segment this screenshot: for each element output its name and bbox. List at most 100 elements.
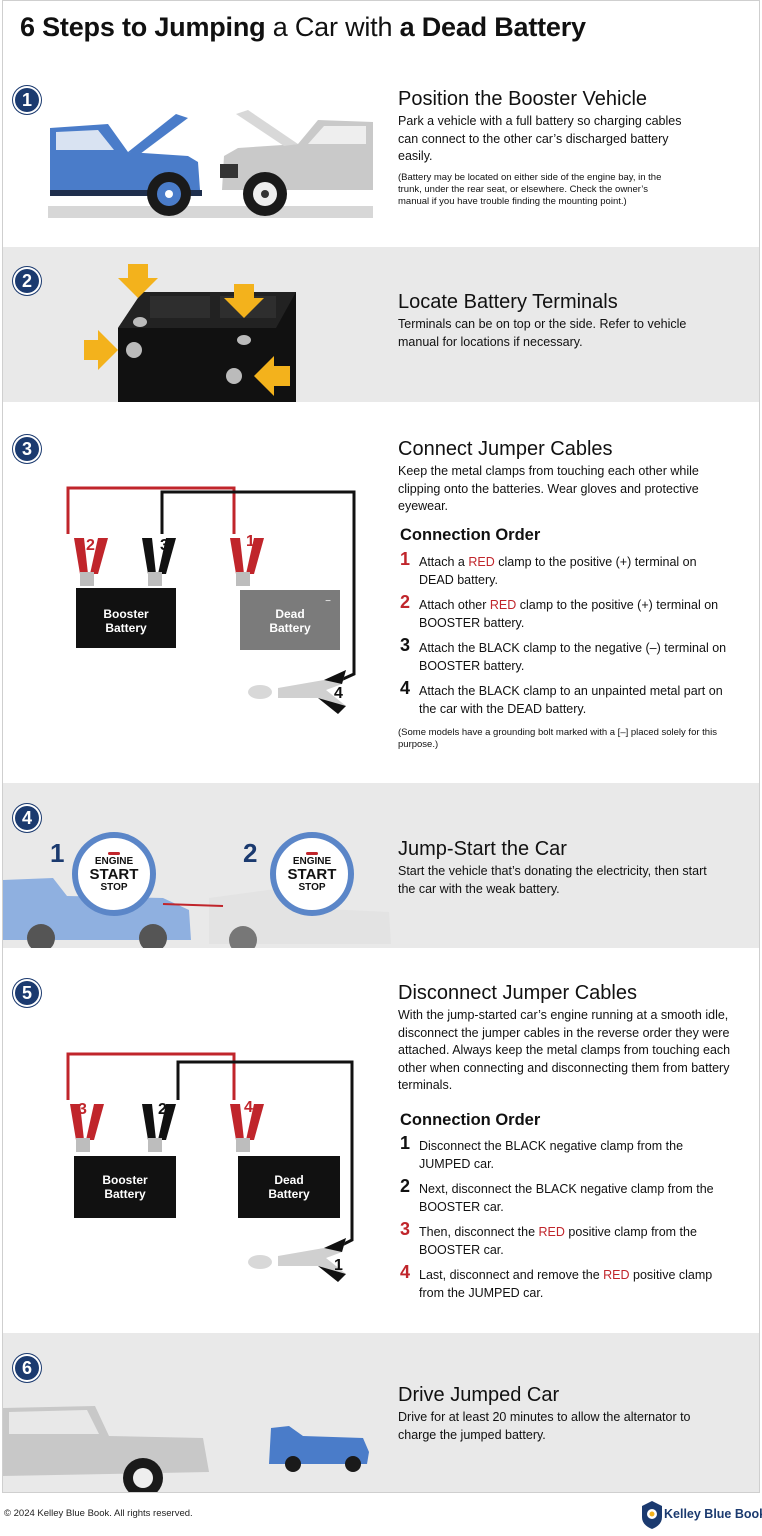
arrow-down-1-icon: [118, 264, 158, 298]
page-title: 6 Steps to Jumping a Car with a Dead Bat…: [20, 12, 586, 43]
order-text-pre: Attach the BLACK clamp to an unpainted m…: [419, 684, 723, 716]
order-text-pre: Then, disconnect the: [419, 1225, 539, 1239]
order-number: 3: [400, 635, 411, 655]
svg-text:Dead: Dead: [275, 607, 304, 621]
order-item-1: 1 Attach a RED clamp to the positive (+) …: [400, 549, 730, 589]
red-clamp-dead: 1: [230, 533, 264, 586]
ground-clamp: 4: [248, 670, 346, 714]
title-part-2: a Car with: [265, 12, 400, 42]
step-3-order-heading: Connection Order: [400, 526, 541, 544]
kbb-logo-text: Kelley Blue Book: [664, 1507, 762, 1521]
svg-text:2: 2: [158, 1101, 167, 1118]
step-6-number: 6: [15, 1356, 39, 1380]
order-text-post: clamp to the positive (+) terminal on BO…: [419, 598, 719, 630]
order-text-pre: Disconnect the BLACK negative clamp from…: [419, 1139, 684, 1171]
svg-text:Battery: Battery: [268, 1187, 310, 1201]
svg-text:Battery: Battery: [104, 1187, 146, 1201]
button-label-l2: START: [287, 866, 337, 883]
order-number: 4: [400, 678, 411, 698]
dead-battery: Dead Battery −: [240, 590, 340, 650]
title-part-3: a Dead Battery: [399, 12, 586, 42]
order-text-post: positive clamp from the BOOSTER car.: [419, 1225, 697, 1257]
order-text: Attach a RED clamp to the positive (+) t…: [419, 554, 730, 589]
svg-text:2: 2: [86, 537, 95, 554]
order-text: Then, disconnect the RED positive clamp …: [419, 1224, 730, 1259]
arrow-down-2-icon: [224, 284, 264, 318]
step-4-body: Start the vehicle that’s donating the el…: [398, 864, 707, 896]
svg-text:Battery: Battery: [269, 621, 311, 635]
svg-text:Battery: Battery: [105, 621, 147, 635]
blue-car-front: [50, 114, 202, 216]
step-3-note: (Some models have a grounding bolt marke…: [398, 727, 717, 750]
kbb-logo[interactable]: Kelley Blue Book: [642, 1501, 762, 1529]
booster-battery: Booster Battery: [76, 588, 176, 648]
order-item-1: 1 Disconnect the BLACK negative clamp fro…: [400, 1133, 730, 1173]
button-label-l1: ENGINE: [292, 856, 332, 867]
order-number: 2: [400, 592, 411, 612]
terminal-top-right: [237, 335, 251, 345]
booster-battery-2: Booster Battery: [74, 1156, 176, 1218]
disconnect-cables-diagram: Booster Battery Dead Battery 3 2 4 1: [66, 1052, 354, 1282]
step-2-number: 2: [15, 269, 39, 293]
booster-cars-illustration: [48, 110, 373, 218]
order-number: 1: [400, 549, 411, 569]
step-2-title: Locate Battery Terminals: [398, 291, 618, 313]
order-text: Last, disconnect and remove the RED posi…: [419, 1267, 730, 1302]
ground-clamp-2: 1: [248, 1238, 346, 1282]
step-1-number: 1: [15, 88, 39, 112]
order-number: 1: [400, 1133, 411, 1153]
svg-text:4: 4: [334, 685, 343, 702]
order-text: Next, disconnect the BLACK negative clam…: [419, 1181, 730, 1216]
step-5-number: 5: [15, 981, 39, 1005]
arrow-left-icon: [254, 356, 290, 396]
connect-cables-diagram: Booster Battery Dead Battery − 2 3 1: [66, 486, 356, 714]
start-button-step-number: 1: [50, 838, 65, 868]
red-clamp-booster: 2: [74, 537, 108, 586]
order-text-color-word: RED: [489, 598, 517, 612]
red-clamp-booster-2: 3: [70, 1101, 104, 1152]
svg-text:4: 4: [244, 1099, 253, 1116]
step-1-title: Position the Booster Vehicle: [398, 88, 648, 110]
button-label-l1: ENGINE: [94, 856, 134, 867]
step-2-body: Terminals can be on top or the side. Ref…: [398, 317, 687, 349]
order-text: Attach the BLACK clamp to an unpainted m…: [419, 683, 730, 718]
order-text-color-word: RED: [603, 1268, 630, 1282]
svg-text:3: 3: [160, 537, 169, 554]
order-item-2: 2 Attach other RED clamp to the positive …: [400, 592, 730, 632]
step-3-body: Keep the metal clamps from touching each…: [398, 464, 699, 513]
order-text-color-word: RED: [468, 555, 495, 569]
copyright: © 2024 Kelley Blue Book. All rights rese…: [4, 1508, 193, 1519]
order-text-post: clamp to the positive (+) terminal on DE…: [419, 555, 697, 587]
step-1-note: (Battery may be located on either side o…: [398, 172, 662, 207]
order-number: 2: [400, 1176, 411, 1196]
red-clamp-dead-2: 4: [230, 1099, 264, 1152]
terminal-side-right: [226, 368, 242, 384]
arrow-right-icon: [84, 330, 118, 370]
step-3-number: 3: [15, 437, 39, 461]
step-4-title: Jump-Start the Car: [398, 838, 567, 860]
order-text: Attach other RED clamp to the positive (…: [419, 597, 730, 632]
order-text-pre: Next, disconnect the BLACK negative clam…: [419, 1182, 714, 1214]
button-label-l3: STOP: [100, 882, 128, 893]
order-text-post: positive clamp from the JUMPED car.: [419, 1268, 713, 1300]
black-clamp-booster: 3: [142, 537, 176, 586]
svg-text:Booster: Booster: [102, 1173, 148, 1187]
step-1-body: Park a vehicle with a full battery so ch…: [398, 114, 682, 163]
drive-illustration: [3, 1406, 369, 1492]
svg-text:Dead: Dead: [274, 1173, 303, 1187]
indicator-light-icon: [306, 852, 318, 855]
terminal-side-left: [126, 342, 142, 358]
battery-terminals-illustration: [84, 264, 296, 402]
svg-text:−: −: [325, 596, 331, 607]
step-6-body: Drive for at least 20 minutes to allow t…: [398, 1410, 691, 1442]
order-number: 3: [400, 1219, 411, 1239]
gray-car-front: [220, 110, 373, 216]
indicator-light-icon: [108, 852, 120, 855]
order-text-pre: Attach other: [419, 598, 490, 612]
svg-text:1: 1: [246, 533, 255, 550]
order-text-pre: Attach the BLACK clamp to the negative (…: [419, 641, 727, 673]
